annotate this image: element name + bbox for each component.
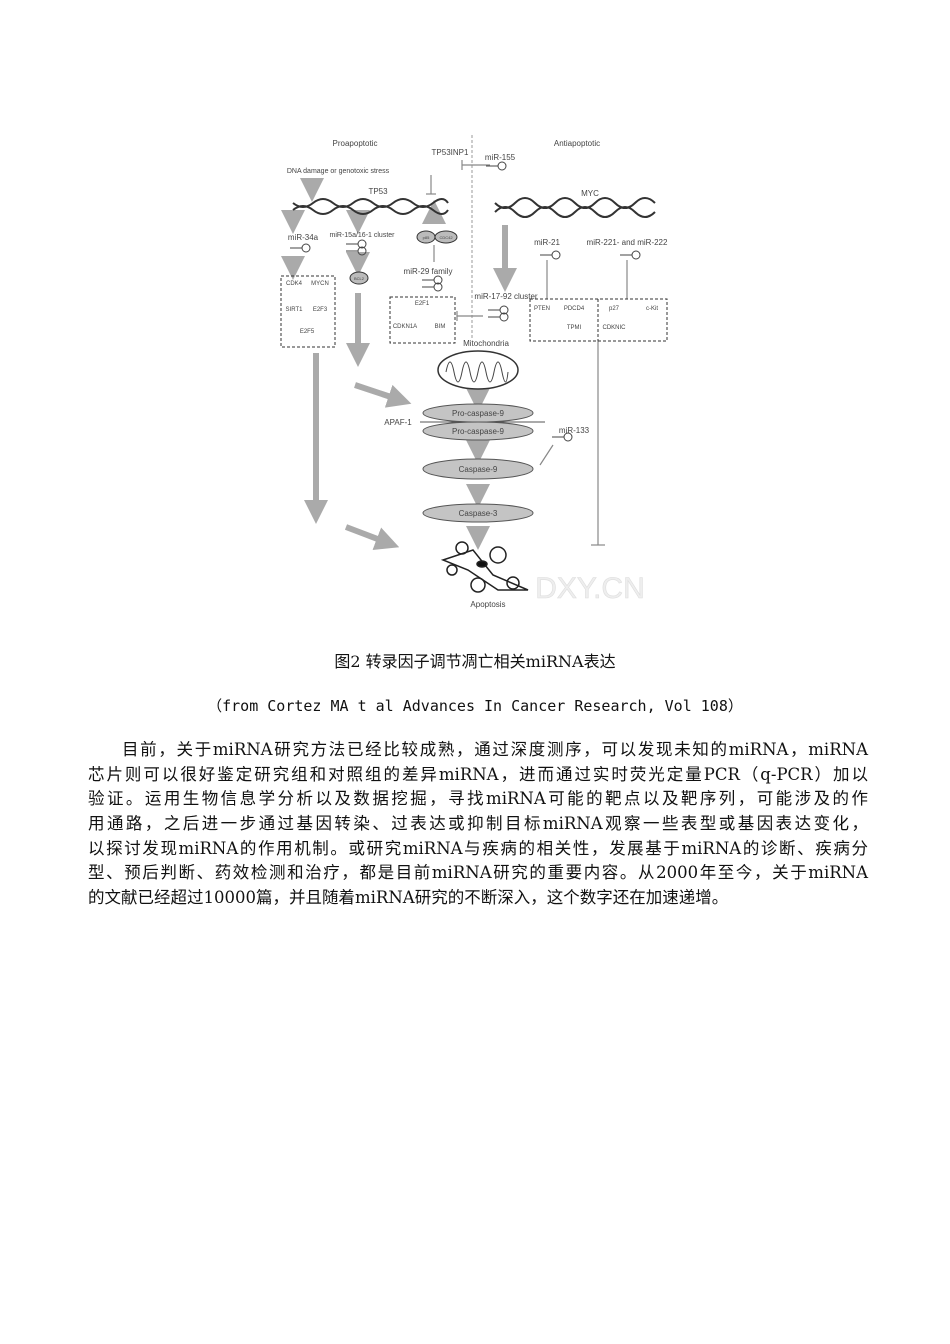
gene-pten: PTEN (534, 306, 550, 312)
label-bcl2: BCL2 (354, 276, 365, 281)
label-mitochondria: Mitochondria (463, 339, 509, 348)
label-mir21: miR-21 (534, 238, 560, 247)
body-paragraph: 目前，关于miRNA研究方法已经比较成熟，通过深度测序，可以发现未知的miRNA… (88, 738, 868, 911)
mirna-hairpin-icon (290, 161, 641, 442)
caspase9-ellipse (422, 458, 534, 480)
paragraph-line: 的文献已经超过10000篇，并且随着miRNA研究的不断深入，这个数字还在加速递… (88, 888, 729, 908)
gene-cdk4: CDK4 (286, 281, 303, 287)
label-myc: MYC (581, 189, 599, 198)
gene-cdkn1c: CDKNIC (602, 325, 626, 331)
apoptosis-mirna-diagram: Proapoptotic Antiapoptotic TP53INP1 miR-… (280, 135, 668, 609)
gene-e2f1: E2F1 (415, 301, 430, 307)
label-proapoptotic: Proapoptotic (333, 139, 378, 148)
paragraph-line: 目前，关于miRNA研究方法已经比较成熟，通过深度测序，可以发现未知的miRNA… (122, 740, 868, 759)
paragraph-line: 验证。运用生物信息学分析以及数据挖掘，寻找miRNA可能的靶点以及靶序列，可能涉… (88, 789, 868, 809)
paragraph-line: 型、预后判断、药效检测和治疗，都是目前miRNA研究的重要内容。从2000年至今… (88, 863, 868, 883)
label-apaf1: APAF-1 (384, 418, 412, 427)
gene-mycn: MYCN (311, 281, 329, 287)
apoptotic-cell-icon (440, 541, 529, 593)
figure-source: （from Cortez MA t al Advances In Cancer … (207, 697, 743, 715)
label-tp53inp1: TP53INP1 (432, 148, 469, 157)
gene-p27: p27 (609, 306, 620, 312)
inhibition-lines (426, 160, 628, 546)
caspase3-ellipse (422, 503, 534, 523)
label-tp53: TP53 (368, 187, 388, 196)
watermark: DXY.CN (535, 572, 644, 605)
label-apoptosis: Apoptosis (470, 600, 505, 609)
figure-caption: 图2 转录因子调节凋亡相关miRNA表达 (334, 652, 616, 671)
label-antiapoptotic: Antiapoptotic (554, 139, 600, 148)
paragraph-line: 用通路，之后进一步通过基因转染、过表达或抑制目标miRNA观察一些表型或基因表达… (88, 814, 868, 834)
label-mir34a: miR-34a (288, 233, 319, 242)
paragraph-line: 芯片则可以很好鉴定研究组和对照组的差异miRNA，进而通过实时荧光定量PCR（q… (88, 764, 868, 784)
gene-e2f5: E2F5 (300, 329, 315, 335)
label-procaspase9-b: Pro-caspase-9 (452, 427, 505, 436)
label-mir29: miR-29 family (404, 267, 453, 276)
label-caspase9: Caspase-9 (459, 465, 498, 474)
gene-tpm1: TPMI (567, 325, 582, 331)
label-mir133: miR-133 (559, 426, 590, 435)
label-p85: p85 (423, 235, 430, 240)
label-mir15a: miR-15a/16-1 cluster (330, 232, 396, 239)
label-procaspase9-a: Pro-caspase-9 (452, 409, 505, 418)
gene-cdkn1a: CDKN1A (393, 324, 417, 330)
gene-bim: BIM (435, 324, 446, 330)
mitochondrion-icon (437, 350, 519, 390)
gene-ckit: c-Kit (646, 306, 658, 312)
label-dna-damage: DNA damage or genotoxic stress (287, 168, 390, 175)
label-cdc42: CDC42 (439, 235, 453, 240)
gene-pdcd4: PDCD4 (564, 306, 585, 312)
pathway-arrows (281, 178, 517, 550)
paragraph-line: 以探讨发现miRNA的作用机制。或研究miRNA与疾病的相关性，发展基于miRN… (88, 838, 868, 858)
dna-helix-icon (292, 197, 656, 218)
gene-sirt1: SIRT1 (286, 307, 304, 313)
label-mir221: miR-221- and miR-222 (587, 238, 668, 247)
gene-e2f3: E2F3 (313, 307, 328, 313)
target-boxes (280, 275, 668, 348)
label-mir1792: miR-17-92 cluster (474, 292, 537, 301)
label-caspase3: Caspase-3 (459, 509, 498, 518)
label-mir155: miR-155 (485, 153, 516, 162)
